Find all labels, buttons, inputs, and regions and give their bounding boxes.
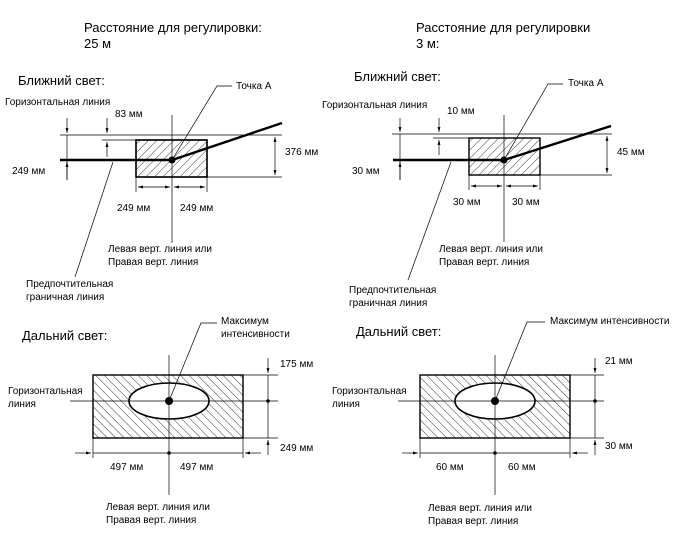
right-distance-value: 3 м: xyxy=(416,36,439,51)
right-high-vertical-label-1: Левая верт. линия или xyxy=(428,503,532,514)
left-low-width-left: 249 мм xyxy=(117,203,150,214)
right-high-beam-title: Дальний свет: xyxy=(356,324,441,339)
left-low-boundary-2: граничная линия xyxy=(26,292,104,303)
right-panel: Расстояние для регулировки 3 м: Ближний … xyxy=(322,20,669,527)
left-low-offset-left: 249 мм xyxy=(12,166,45,177)
right-high-top: 21 мм xyxy=(605,356,633,367)
right-high-bottom: 30 мм xyxy=(605,441,633,452)
boundary-leader xyxy=(74,161,114,278)
right-low-width-left: 30 мм xyxy=(453,197,481,208)
right-point-a-label: Точка A xyxy=(568,78,604,89)
left-high-horizontal-2: линия xyxy=(8,399,36,410)
left-high-width-left: 497 мм xyxy=(110,462,143,473)
left-high-max-1: Максимум xyxy=(221,316,269,327)
right-high-vertical-label-2: Правая верт. линия xyxy=(428,516,518,527)
left-low-offset-top: 83 мм xyxy=(115,109,143,120)
left-panel: Расстояние для регулировки: 25 м Ближний… xyxy=(5,20,318,526)
left-high-vertical-label-1: Левая верт. линия или xyxy=(106,502,210,513)
left-distance-label: Расстояние для регулировки: xyxy=(84,20,262,35)
left-low-beam-title: Ближний свет: xyxy=(18,73,105,88)
right-high-horizontal-2: линия xyxy=(332,399,360,410)
right-low-horizontal-label: Горизонтальная линия xyxy=(322,100,427,111)
right-low-beam: Ближний свет: Горизонтальная линия 10 мм… xyxy=(322,69,645,309)
right-low-offset-top: 10 мм xyxy=(447,106,475,117)
right-low-beam-title: Ближний свет: xyxy=(354,69,441,84)
right-high-max: Максимум интенсивности xyxy=(550,316,669,327)
right-high-width-left: 60 мм xyxy=(436,462,464,473)
right-low-vertical-label-2: Правая верт. линия xyxy=(439,257,529,268)
left-low-beam: Ближний свет: Горизонтальная линия 83 мм… xyxy=(5,73,318,303)
left-low-boundary-1: Предпочтительная xyxy=(26,279,113,290)
left-low-width-right: 249 мм xyxy=(180,203,213,214)
left-distance-value: 25 м xyxy=(84,36,111,51)
left-high-max-2: интенсивности xyxy=(221,329,290,340)
low-beam-zone xyxy=(468,137,541,176)
left-low-height: 376 мм xyxy=(285,147,318,158)
left-high-width-right: 497 мм xyxy=(180,462,213,473)
left-high-horizontal-1: Горизонтальная xyxy=(8,386,83,397)
left-high-beam-title: Дальний свет: xyxy=(22,328,107,343)
right-high-horizontal-1: Горизонтальная xyxy=(332,386,407,397)
left-high-vertical-label-2: Правая верт. линия xyxy=(106,515,196,526)
right-low-boundary-1: Предпочтительная xyxy=(349,285,436,296)
left-low-vertical-label-2: Правая верт. линия xyxy=(108,257,198,268)
right-high-beam: Дальний свет: Максимум интенсивности Гор… xyxy=(332,316,669,527)
right-low-boundary-2: граничная линия xyxy=(349,298,427,309)
left-high-bottom: 249 мм xyxy=(280,443,313,454)
left-point-a-label: Точка A xyxy=(236,81,272,92)
right-high-width-right: 60 мм xyxy=(508,462,536,473)
left-low-vertical-label-1: Левая верт. линия или xyxy=(108,244,212,255)
right-low-vertical-label-1: Левая верт. линия или xyxy=(439,244,543,255)
right-low-offset-left: 30 мм xyxy=(352,166,380,177)
right-distance-label: Расстояние для регулировки xyxy=(416,20,590,35)
left-high-beam: Дальний свет: Максимум интенсивности Гор… xyxy=(8,316,313,526)
point-a-leader xyxy=(171,85,232,161)
left-high-top: 175 мм xyxy=(280,359,313,370)
right-low-width-right: 30 мм xyxy=(512,197,540,208)
left-low-horizontal-label: Горизонтальная линия xyxy=(5,97,110,108)
right-low-height: 45 мм xyxy=(617,147,645,158)
